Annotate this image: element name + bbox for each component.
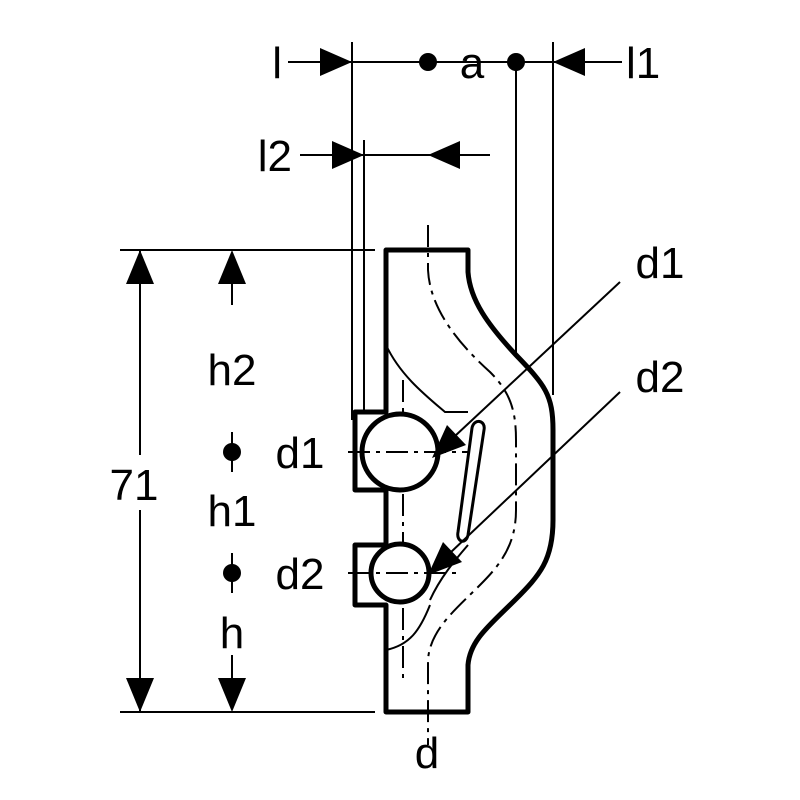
- arrow-height-bottom: [126, 678, 154, 712]
- inner-bend-bottom: [385, 604, 431, 651]
- label-d1-left: d1: [276, 429, 325, 478]
- label-h: h: [220, 609, 244, 658]
- label-h1: h1: [208, 487, 257, 536]
- leader-arrow-d1: [432, 425, 466, 458]
- arrow-l2-left: [332, 141, 364, 169]
- label-h2: h2: [208, 346, 257, 395]
- arrow-l: [320, 48, 352, 76]
- dimension-l2: l2: [258, 132, 490, 420]
- inner-bend-lower: [429, 544, 469, 601]
- arrow-h-bottom: [218, 678, 246, 712]
- leader-line-d2: [449, 391, 621, 554]
- arrow-h2-top: [218, 250, 246, 284]
- arrow-l2-right: [428, 141, 460, 169]
- label-l2: l2: [258, 132, 292, 181]
- arrow-height-top: [126, 250, 154, 284]
- dimension-height: 71: [100, 250, 180, 712]
- inner-bend-upper: [385, 344, 468, 413]
- label-l1: l1: [626, 39, 660, 88]
- callout-d1: d1: [432, 239, 684, 458]
- height-label-bg: [100, 455, 180, 510]
- leader-line-d1: [454, 281, 621, 437]
- callout-d2: d2: [428, 353, 684, 575]
- label-height: 71: [110, 461, 159, 510]
- dimension-point-a-left: [419, 53, 437, 71]
- clip-slot: [456, 420, 486, 543]
- label-l: l: [272, 39, 282, 88]
- siphon-centerline: [427, 225, 517, 745]
- label-d-bottom: d: [415, 729, 439, 778]
- label-d2-callout: d2: [636, 353, 685, 402]
- siphon-body: [348, 225, 556, 745]
- label-d2-left: d2: [276, 550, 325, 599]
- label-a: a: [460, 39, 485, 88]
- arrow-l1: [553, 48, 585, 76]
- dimension-h-chain: h2 h1 h d1 d2: [208, 250, 325, 712]
- leader-arrow-d2: [428, 542, 462, 575]
- label-d1-callout: d1: [636, 239, 685, 288]
- dimension-point-a-right: [507, 53, 525, 71]
- dimension-l-a-l1: l a l1: [272, 39, 660, 420]
